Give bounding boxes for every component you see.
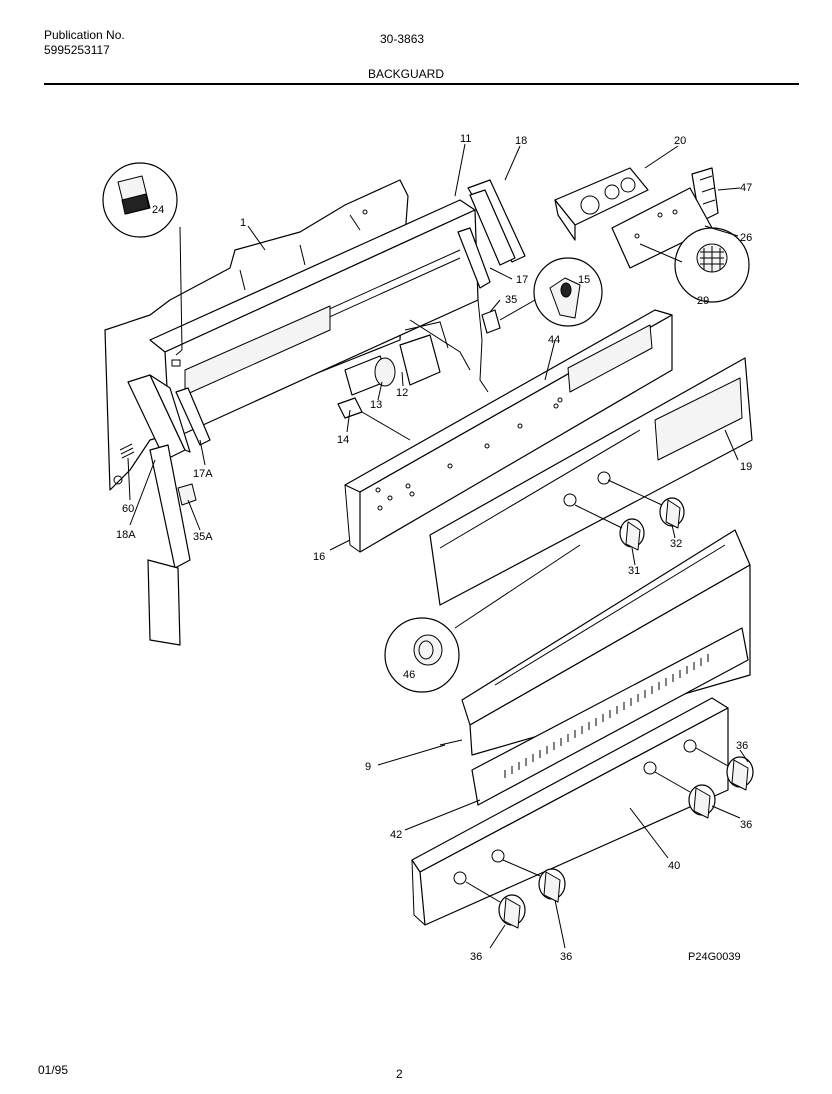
callout-47: 47 <box>740 182 752 194</box>
model-number: 30-3863 <box>380 32 425 46</box>
callout-19: 19 <box>740 461 752 473</box>
callout-9: 9 <box>365 761 371 773</box>
part-14-clip <box>337 397 411 441</box>
part-36-knob-a <box>695 747 754 791</box>
part-36-knob-b <box>654 771 716 819</box>
detail-29-knob <box>639 227 750 303</box>
footer-date: 01/95 <box>38 1063 69 1077</box>
callout-35a: 35A <box>193 531 213 543</box>
part-11-top-frame <box>149 199 479 441</box>
callout-32: 32 <box>670 538 682 550</box>
callout-44: 44 <box>548 334 560 346</box>
callout-labels: 1 11 18 20 47 26 24 29 15 17 35 44 13 12… <box>116 133 752 963</box>
figure-code: P24G0039 <box>688 951 741 963</box>
callout-26: 26 <box>740 232 752 244</box>
part-16-control-panel <box>344 309 673 553</box>
part-40-knob-panel <box>411 697 729 926</box>
part-9-main-trim <box>439 529 751 756</box>
part-12-13-switch-block <box>344 319 471 396</box>
footer-page-number: 2 <box>396 1067 403 1081</box>
leader-lines <box>127 143 749 949</box>
detail-46-knob <box>384 544 581 693</box>
part-18-right-bracket <box>457 179 526 393</box>
part-36-knob-c <box>465 881 526 929</box>
detail-15-bracket <box>499 257 603 327</box>
callout-16: 16 <box>313 551 325 563</box>
callout-11: 11 <box>460 133 471 145</box>
callout-46: 46 <box>403 669 415 681</box>
part-left-trim <box>147 444 197 646</box>
callout-40: 40 <box>668 860 680 872</box>
callout-20: 20 <box>674 135 686 147</box>
callout-18a: 18A <box>116 529 136 541</box>
part-19-overlay-panel <box>429 357 753 606</box>
header-rule <box>44 83 799 85</box>
publication-label: Publication No. <box>44 28 125 42</box>
part-35-clip <box>481 309 501 334</box>
callout-29: 29 <box>697 295 709 307</box>
callout-13: 13 <box>370 399 382 411</box>
callout-15: 15 <box>578 274 590 286</box>
callout-36-d: 36 <box>560 951 572 963</box>
part-31-knob <box>574 504 645 551</box>
part-17a-left-bracket <box>175 387 211 446</box>
part-20-clock <box>554 167 649 241</box>
callout-14: 14 <box>337 434 349 446</box>
callout-24: 24 <box>152 204 164 216</box>
callout-17: 17 <box>516 274 528 286</box>
callout-17a: 17A <box>193 468 213 480</box>
callout-12: 12 <box>396 387 408 399</box>
part-32-knob <box>607 479 685 529</box>
callout-31: 31 <box>628 565 640 577</box>
callout-18: 18 <box>515 135 527 147</box>
callout-60: 60 <box>122 503 134 515</box>
callout-36-b: 36 <box>740 819 752 831</box>
part-42-vented-strip <box>471 627 749 806</box>
part-18a-left-endcap <box>127 374 191 461</box>
section-title: BACKGUARD <box>368 67 445 81</box>
callout-42: 42 <box>390 829 402 841</box>
callout-36-c: 36 <box>470 951 482 963</box>
publication-number: 5995253117 <box>44 43 110 57</box>
callout-36-a: 36 <box>736 740 748 752</box>
part-36-knob-d <box>502 859 566 903</box>
detail-24-switch <box>102 162 183 356</box>
callout-35: 35 <box>505 294 517 306</box>
vent-slots <box>504 654 709 778</box>
callout-1: 1 <box>240 217 246 229</box>
part-60-screw <box>119 443 135 459</box>
